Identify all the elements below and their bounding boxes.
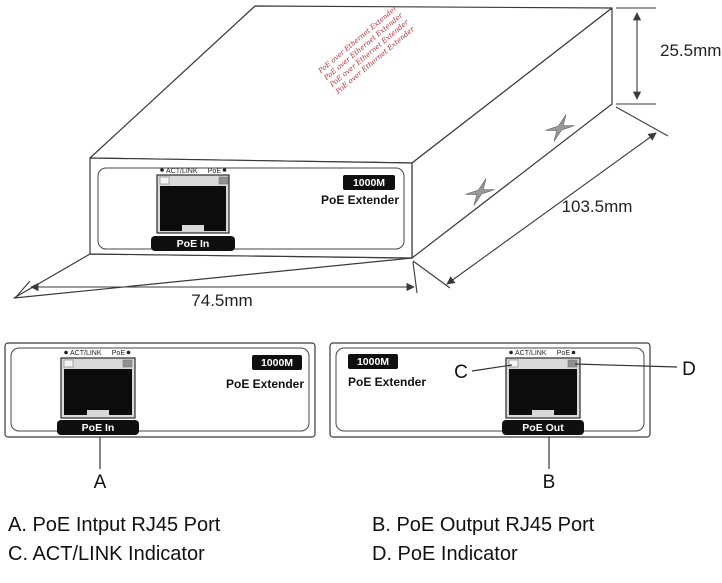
legend: A. PoE Intput RJ45 Port B. PoE Output RJ… <box>8 514 595 565</box>
poe-led <box>122 359 133 368</box>
product-name: PoE Extender <box>348 375 426 389</box>
panel-out-view: 1000M PoE Extender ACT/LINK PoE PoE Out <box>329 342 651 438</box>
speed-badge <box>252 355 302 370</box>
dim-depth: 103.5mm <box>412 106 669 289</box>
act-link-dot-icon <box>160 168 164 172</box>
panel-face-border <box>335 347 645 432</box>
legend-item-b: B. PoE Output RJ45 Port <box>372 514 595 536</box>
product-name: PoE Extender <box>321 193 399 207</box>
poe-dot-icon <box>222 168 227 172</box>
dim-width: 74.5mm <box>15 261 418 310</box>
act-link-led <box>63 359 74 368</box>
speed-badge-label: 1000M <box>353 177 385 189</box>
dim-tick <box>615 106 669 137</box>
callout-a-label: A <box>94 472 107 493</box>
dim-depth-value: 103.5mm <box>562 197 633 216</box>
poe-out-badge <box>502 420 584 435</box>
act-link-label: ACT/LINK <box>70 350 102 357</box>
poe-label: PoE <box>208 168 222 175</box>
act-link-led <box>508 359 519 368</box>
act-link-label: ACT/LINK <box>166 168 198 175</box>
legend-item-a: A. PoE Intput RJ45 Port <box>8 514 221 536</box>
poe-out-badge-label: PoE Out <box>522 422 564 434</box>
callout-line <box>471 364 513 372</box>
dim-arrow <box>446 132 657 285</box>
act-link-label: ACT/LINK <box>515 350 547 357</box>
speed-badge <box>343 175 395 190</box>
poe-label: PoE <box>557 350 571 357</box>
rj45-port-in <box>156 174 230 234</box>
dim-width-value: 74.5mm <box>191 291 252 310</box>
poe-led <box>218 176 229 185</box>
iso-view: PoE over Ethernet Extender PoE over Ethe… <box>13 4 721 310</box>
speed-badge-label: 1000M <box>261 357 293 369</box>
poe-dot-icon <box>126 350 131 355</box>
speed-badge <box>348 354 398 369</box>
box-front-face <box>89 157 413 259</box>
poe-in-badge <box>151 236 235 251</box>
rj45-clip-notch <box>182 225 204 231</box>
rj45-port-opening <box>160 186 226 231</box>
act-link-led <box>159 176 170 185</box>
rj45-port-opening <box>64 369 132 415</box>
callout-line <box>574 363 678 368</box>
act-link-dot-icon <box>64 350 68 355</box>
poe-in-badge <box>57 420 139 435</box>
rj45-clip-notch <box>87 410 109 416</box>
callout-a: A <box>94 437 107 493</box>
poe-in-badge-label: PoE In <box>177 238 210 250</box>
rj45-port-opening <box>509 369 577 415</box>
callout-c-label: C <box>454 362 468 383</box>
speed-badge-label: 1000M <box>357 356 389 368</box>
front-panel-border <box>97 167 405 250</box>
act-link-dot-icon <box>509 350 513 355</box>
poe-dot-icon <box>571 350 576 355</box>
product-name: PoE Extender <box>226 377 304 391</box>
callout-b-label: B <box>543 472 556 493</box>
dim-height-value: 25.5mm <box>660 41 721 60</box>
legend-item-c: C. ACT/LINK Indicator <box>8 543 205 565</box>
rj45-clip-notch <box>532 410 554 416</box>
callout-d-label: D <box>682 359 696 380</box>
rj45-port-in <box>60 357 136 419</box>
dim-tick <box>412 261 418 294</box>
dim-tick <box>15 280 31 298</box>
dim-height: 25.5mm <box>616 7 721 105</box>
callout-d: D <box>574 359 696 380</box>
poe-label: PoE <box>112 350 126 357</box>
panel-in-view: ACT/LINK PoE PoE In 1000M PoE Extender <box>4 342 316 438</box>
dim-tick <box>412 260 451 289</box>
poe-in-badge-label: PoE In <box>82 422 115 434</box>
callout-b: B <box>543 437 556 493</box>
iso-front-panel: ACT/LINK PoE PoE In 1000M PoE Extender <box>97 167 405 251</box>
panel-face-border <box>10 347 310 432</box>
legend-item-d: D. PoE Indicator <box>372 543 518 565</box>
rj45-port-out <box>505 357 581 419</box>
callout-c: C <box>454 362 513 383</box>
